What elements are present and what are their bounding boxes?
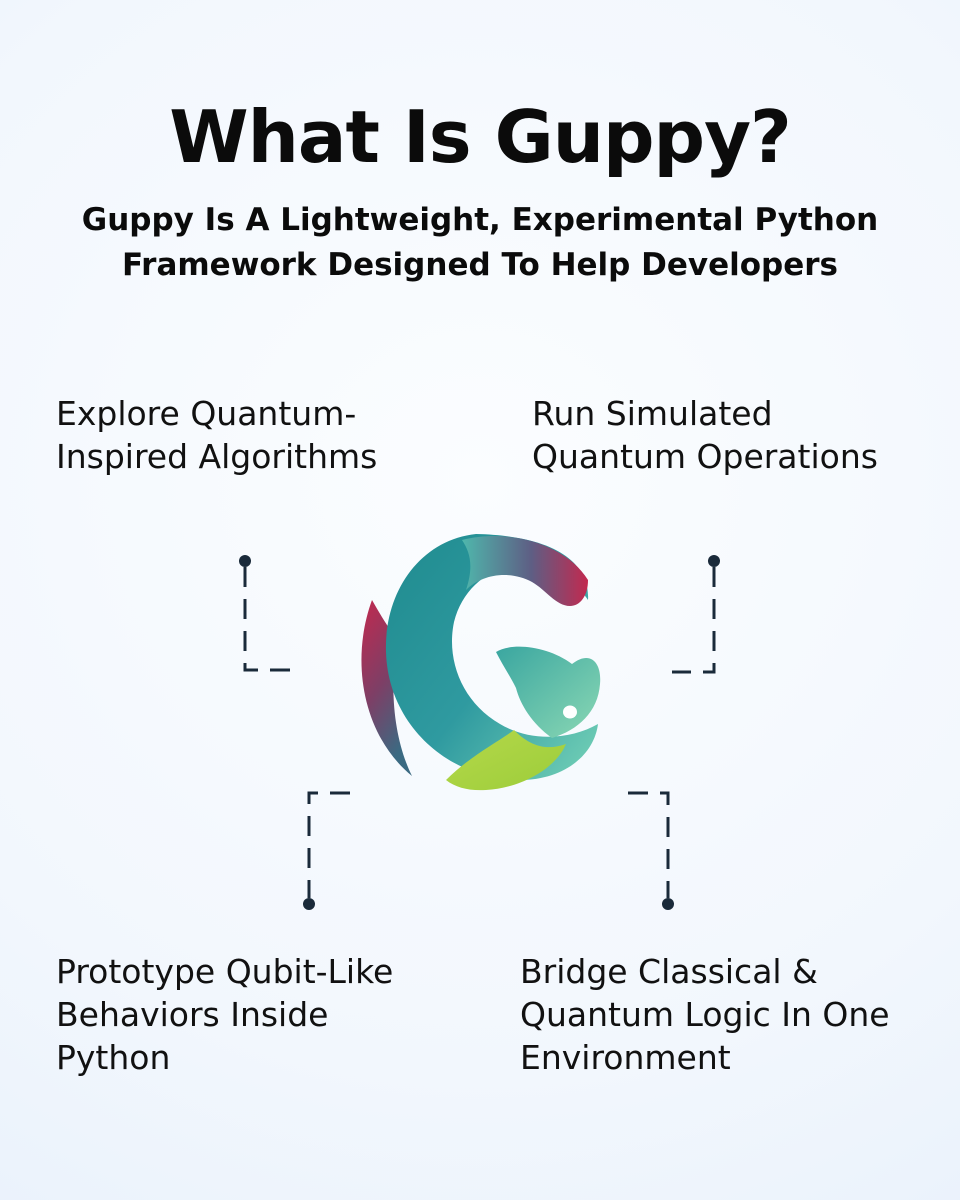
connector-dot: [708, 555, 720, 567]
connector-bottom-right: [628, 791, 674, 910]
logo-c-body: [385, 534, 598, 781]
feature-line: Behaviors Inside: [56, 995, 329, 1034]
feature-line: Environment: [520, 1038, 731, 1077]
logo-tail-fin: [446, 730, 566, 791]
feature-line: Explore Quantum-: [56, 394, 357, 433]
feature-line: Quantum Operations: [532, 437, 878, 476]
feature-line: Bridge Classical &: [520, 952, 818, 991]
subtitle-line-1: Guppy Is A Lightweight, Experimental Pyt…: [81, 202, 879, 238]
connector-dot: [303, 898, 315, 910]
feature-line: Quantum Logic In One: [520, 995, 890, 1034]
feature-bridge-classical-quantum: Bridge Classical & Quantum Logic In One …: [520, 950, 890, 1079]
page-subtitle: Guppy Is A Lightweight, Experimental Pyt…: [60, 198, 900, 288]
subtitle-line-2: Framework Designed To Help Developers: [121, 247, 839, 283]
connector-top-left: [239, 555, 290, 672]
feature-prototype-qubit-behaviors: Prototype Qubit-Like Behaviors Inside Py…: [56, 950, 393, 1079]
feature-run-simulated-operations: Run Simulated Quantum Operations: [532, 392, 878, 478]
connector-dot: [239, 555, 251, 567]
feature-explore-algorithms: Explore Quantum- Inspired Algorithms: [56, 392, 377, 478]
logo-c-top: [462, 536, 588, 606]
feature-line: Python: [56, 1038, 171, 1077]
connector-top-right: [672, 555, 720, 674]
feature-line: Inspired Algorithms: [56, 437, 378, 476]
logo-fish-head: [496, 646, 601, 738]
page-title: What Is Guppy?: [169, 95, 792, 179]
connector-bottom-left: [303, 791, 350, 910]
guppy-logo-icon: [361, 534, 601, 791]
logo-back-fin: [361, 600, 412, 776]
logo-eye: [563, 705, 577, 719]
feature-line: Run Simulated: [532, 394, 773, 433]
connector-dot: [662, 898, 674, 910]
feature-line: Prototype Qubit-Like: [56, 952, 394, 991]
